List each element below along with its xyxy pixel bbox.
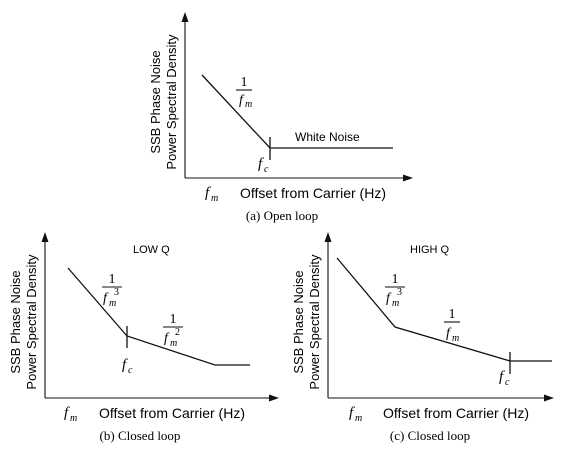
panel-c-curve xyxy=(336,257,552,362)
panel-b-fm-sub: m xyxy=(70,413,77,424)
panel-c-x-arrow xyxy=(544,394,554,402)
panel-c-caption: (c) Closed loop xyxy=(390,428,470,443)
panel-c-fm-label: f xyxy=(349,405,355,421)
panel-b-y-arrow xyxy=(41,232,49,242)
panel-a-fc-label: f xyxy=(258,156,264,172)
panel-a-slope-den-sub: m xyxy=(245,99,252,110)
panel-a-slope-num: 1 xyxy=(241,75,248,90)
panel-c-slope2-den: f xyxy=(446,326,452,341)
panel-b-slope2-den: f xyxy=(164,331,170,346)
panel-b-slope1-num: 1 xyxy=(109,272,116,287)
panel-c-ylabel-1: SSB Phase Noise xyxy=(291,270,306,373)
panel-a-slope-den: f xyxy=(239,93,245,108)
panel-c-slope2-sub: m xyxy=(452,333,459,344)
panel-b-fc-label: f xyxy=(122,357,128,373)
panel-c-slope2-num: 1 xyxy=(449,307,456,322)
panel-c-y-arrow xyxy=(324,232,332,242)
panel-c-fc-label: f xyxy=(499,369,505,385)
panel-c-slope1-den: f xyxy=(386,291,392,306)
panel-b-ylabel-2: Power Spectral Density xyxy=(24,254,39,390)
panel-b-q-label: LOW Q xyxy=(133,244,170,256)
panel-a-caption: (a) Open loop xyxy=(246,208,318,223)
panel-b-slope1-den: f xyxy=(103,291,109,306)
panel-c-slope1-num: 1 xyxy=(392,272,399,287)
panel-a-white-noise: White Noise xyxy=(295,130,360,144)
panel-c-xlabel: Offset from Carrier (Hz) xyxy=(383,405,529,421)
panel-b-slope1-sup: 3 xyxy=(114,287,119,298)
panel-c-ylabel-2: Power Spectral Density xyxy=(307,254,322,390)
panel-a: SSB Phase Noise Power Spectral Density 1… xyxy=(148,12,413,223)
panel-b-slope1-sub: m xyxy=(109,298,116,309)
panel-b-ylabel-1: SSB Phase Noise xyxy=(8,270,23,373)
panel-a-y-arrow xyxy=(181,12,189,22)
panel-a-x-arrow xyxy=(403,174,413,182)
panel-b-fm-label: f xyxy=(64,405,70,421)
panel-a-xlabel: Offset from Carrier (Hz) xyxy=(240,185,386,201)
panel-c-q-label: HIGH Q xyxy=(410,244,450,256)
panel-b-slope2-sub: m xyxy=(170,338,177,349)
panel-c-fm-sub: m xyxy=(355,413,362,424)
panel-b: SSB Phase Noise Power Spectral Density L… xyxy=(8,232,279,443)
panel-b-xlabel: Offset from Carrier (Hz) xyxy=(99,405,245,421)
panel-a-fm-label: f xyxy=(205,185,211,201)
panel-c-fc-sub: c xyxy=(505,377,510,388)
panel-b-slope2-num: 1 xyxy=(170,312,177,327)
panel-c-slope1-sup: 3 xyxy=(397,287,402,298)
panel-a-fc-sub: c xyxy=(264,164,269,175)
panel-b-caption: (b) Closed loop xyxy=(100,428,181,443)
panel-a-ylabel-1: SSB Phase Noise xyxy=(148,50,163,153)
panel-b-x-arrow xyxy=(269,394,279,402)
panel-a-ylabel-2: Power Spectral Density xyxy=(164,34,179,170)
panel-b-fc-sub: c xyxy=(128,365,133,376)
panel-b-curve xyxy=(67,267,250,366)
panel-c: SSB Phase Noise Power Spectral Density H… xyxy=(291,232,554,443)
panel-b-slope2-sup: 2 xyxy=(175,327,180,338)
panel-a-fm-sub: m xyxy=(211,193,218,204)
panel-c-slope1-sub: m xyxy=(392,298,399,309)
